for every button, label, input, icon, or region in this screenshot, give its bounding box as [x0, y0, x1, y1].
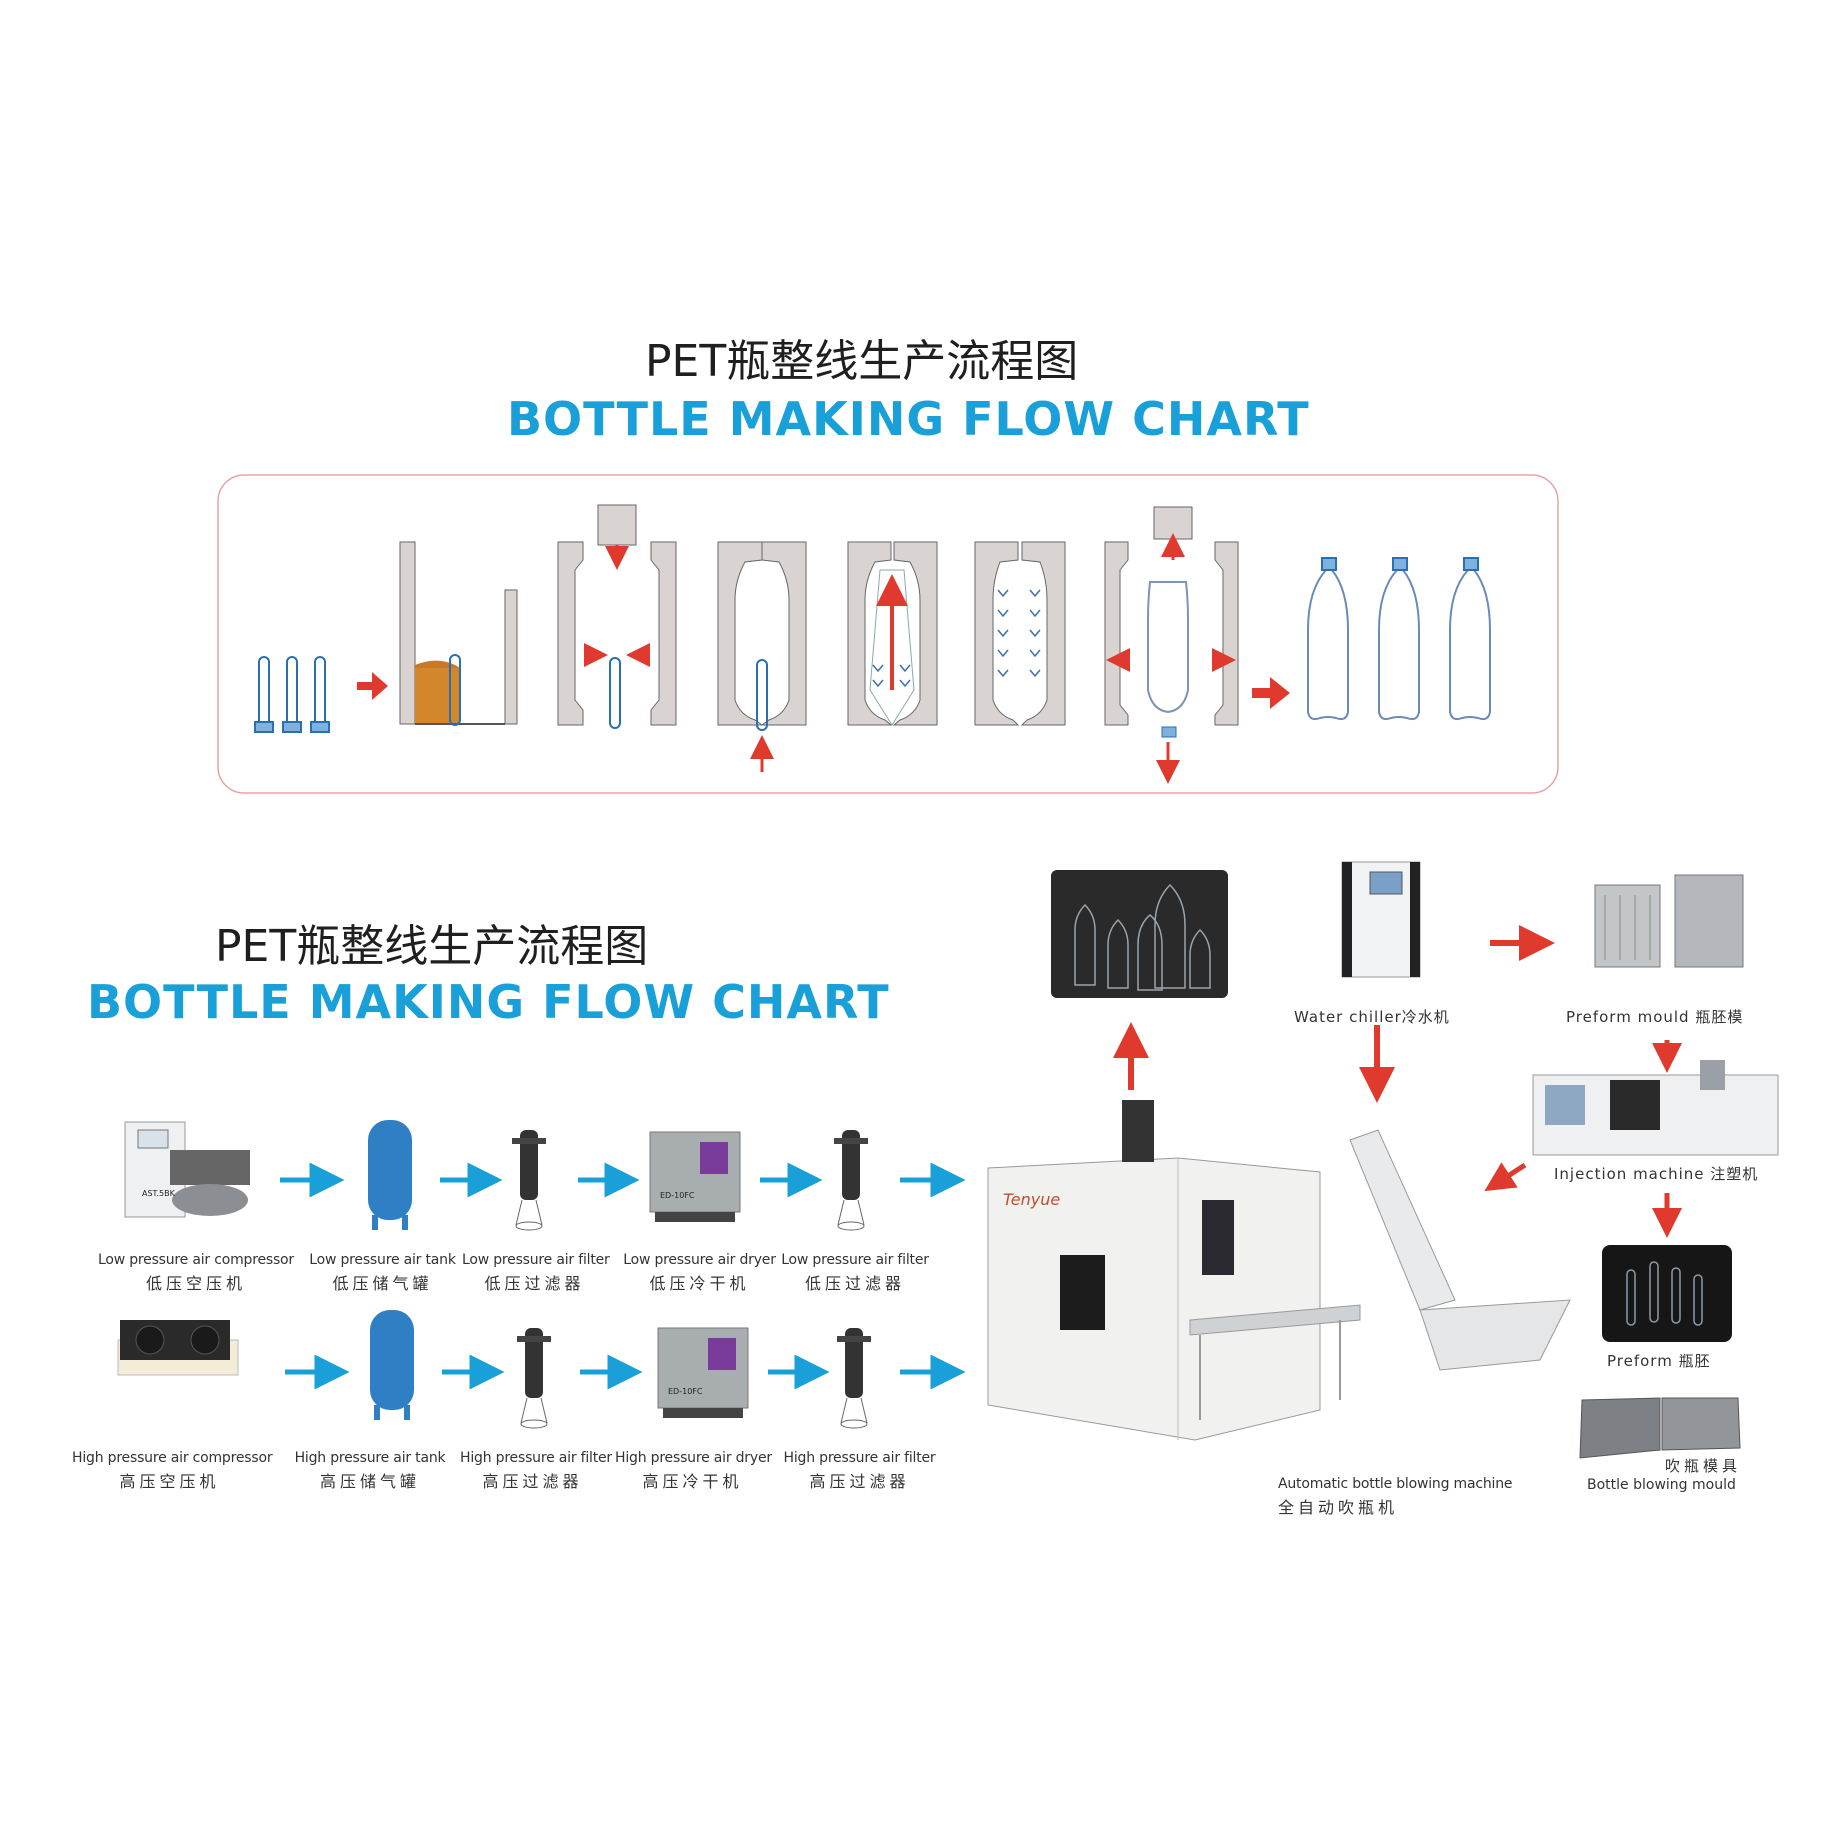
compressor-plate: AST.5BK: [142, 1189, 176, 1198]
caption-cn: 高压储气罐: [319, 1472, 420, 1491]
caption-en: High pressure air dryer: [615, 1450, 772, 1466]
heating-oven-icon: [399, 541, 518, 726]
caption-cn: 低压过滤器: [804, 1274, 905, 1293]
caption-cn: 全自动吹瓶机: [1278, 1498, 1399, 1517]
caption-high-filter: High pressure air filter 高压过滤器: [460, 1450, 612, 1492]
caption-en: High pressure air compressor: [72, 1450, 273, 1466]
high-pressure-air-tank-icon: [370, 1310, 414, 1420]
arrow-icon: [357, 672, 388, 700]
blow-molding-process-diagram: [217, 474, 1559, 794]
high-pressure-air-filter-icon: [517, 1328, 551, 1429]
bottles-photo: [1051, 870, 1228, 998]
preform-mould-icon: [1594, 874, 1744, 968]
mid-title-cn: PET瓶整线生产流程图: [215, 921, 649, 972]
mould-closed-icon: [717, 541, 807, 772]
caption-cn: 低压空压机: [145, 1274, 246, 1293]
caption-low-filter: Low pressure air filter 低压过滤器: [462, 1252, 610, 1294]
low-pressure-air-filter-icon: [512, 1130, 546, 1231]
blowing-machine-icon: Tenyue: [987, 1100, 1571, 1441]
arrow-icon: [1252, 677, 1290, 709]
caption-cn: 高压冷干机: [642, 1472, 743, 1491]
label-water-chiller: Water chiller冷水机: [1294, 1008, 1450, 1026]
high-pressure-air-dryer-icon: ED-10FC: [657, 1327, 749, 1418]
low-pressure-air-compressor-icon: AST.5BK: [124, 1121, 250, 1218]
dryer-plate: ED-10FC: [668, 1387, 703, 1396]
caption-en: High pressure air filter: [783, 1450, 936, 1466]
top-title-en: BOTTLE MAKING FLOW CHART: [507, 392, 1310, 446]
caption-cn: 高压空压机: [119, 1472, 220, 1491]
caption-en: Low pressure air filter: [462, 1252, 610, 1268]
label-preform: Preform 瓶胚: [1607, 1352, 1711, 1370]
dryer-plate: ED-10FC: [660, 1191, 695, 1200]
caption-en: Low pressure air tank: [309, 1252, 456, 1268]
high-pressure-air-filter-icon: [837, 1328, 871, 1429]
label-bottle-mould-cn: 吹瓶模具: [1665, 1457, 1742, 1475]
top-title-cn: PET瓶整线生产流程图: [645, 336, 1079, 387]
water-chiller-icon: [1341, 861, 1421, 978]
caption-high-tank: High pressure air tank 高压储气罐: [290, 1450, 450, 1492]
mould-open-icon: [557, 504, 677, 729]
caption-cn: 低压过滤器: [484, 1274, 585, 1293]
label-preform-mould: Preform mould 瓶胚模: [1566, 1008, 1744, 1026]
high-pressure-air-compressor-icon: [117, 1320, 239, 1376]
caption-en: High pressure air filter: [460, 1450, 612, 1466]
mould-release-icon: [1104, 506, 1239, 784]
caption-low-dryer: Low pressure air dryer 低压冷干机: [622, 1252, 777, 1294]
caption-cn: 低压储气罐: [332, 1274, 433, 1293]
caption-en: Low pressure air dryer: [623, 1252, 776, 1268]
label-bottle-mould-en: Bottle blowing mould: [1587, 1477, 1736, 1493]
caption-high-filter-2: High pressure air filter 高压过滤器: [782, 1450, 937, 1492]
caption-en: Automatic bottle blowing machine: [1278, 1476, 1513, 1492]
preform-photo: [1602, 1245, 1732, 1342]
caption-cn: 高压过滤器: [809, 1472, 910, 1491]
caption-low-filter-2: Low pressure air filter 低压过滤器: [780, 1252, 930, 1294]
finished-bottles-icon: [1307, 557, 1491, 721]
machine-brand: Tenyue: [1003, 1190, 1060, 1209]
stretch-icon: [847, 541, 938, 726]
mid-title-en: BOTTLE MAKING FLOW CHART: [87, 975, 890, 1029]
blow-icon: [974, 541, 1066, 726]
caption-blowing-machine: Automatic bottle blowing machine 全自动吹瓶机: [1278, 1476, 1533, 1518]
caption-high-compressor: High pressure air compressor 高压空压机: [72, 1450, 273, 1492]
caption-low-tank: Low pressure air tank 低压储气罐: [305, 1252, 460, 1294]
bottle-blowing-mould-icon: [1579, 1397, 1741, 1459]
caption-cn: 高压过滤器: [482, 1472, 583, 1491]
caption-cn: 低压冷干机: [649, 1274, 750, 1293]
caption-en: Low pressure air compressor: [98, 1252, 294, 1268]
injection-machine-icon: [1532, 1060, 1779, 1156]
low-pressure-air-tank-icon: [368, 1120, 412, 1230]
label-injection-machine: Injection machine 注塑机: [1554, 1165, 1759, 1183]
caption-en: High pressure air tank: [294, 1450, 446, 1466]
down-left-arrow-icon: [1484, 1162, 1527, 1192]
preforms-icon: [254, 656, 330, 733]
low-pressure-air-filter-icon: [834, 1130, 868, 1231]
caption-en: Low pressure air filter: [781, 1252, 929, 1268]
caption-low-compressor: Low pressure air compressor 低压空压机: [92, 1252, 300, 1294]
process-frame: [217, 474, 1559, 794]
caption-high-dryer: High pressure air dryer 高压冷干机: [615, 1450, 772, 1492]
low-pressure-air-dryer-icon: ED-10FC: [649, 1131, 741, 1222]
